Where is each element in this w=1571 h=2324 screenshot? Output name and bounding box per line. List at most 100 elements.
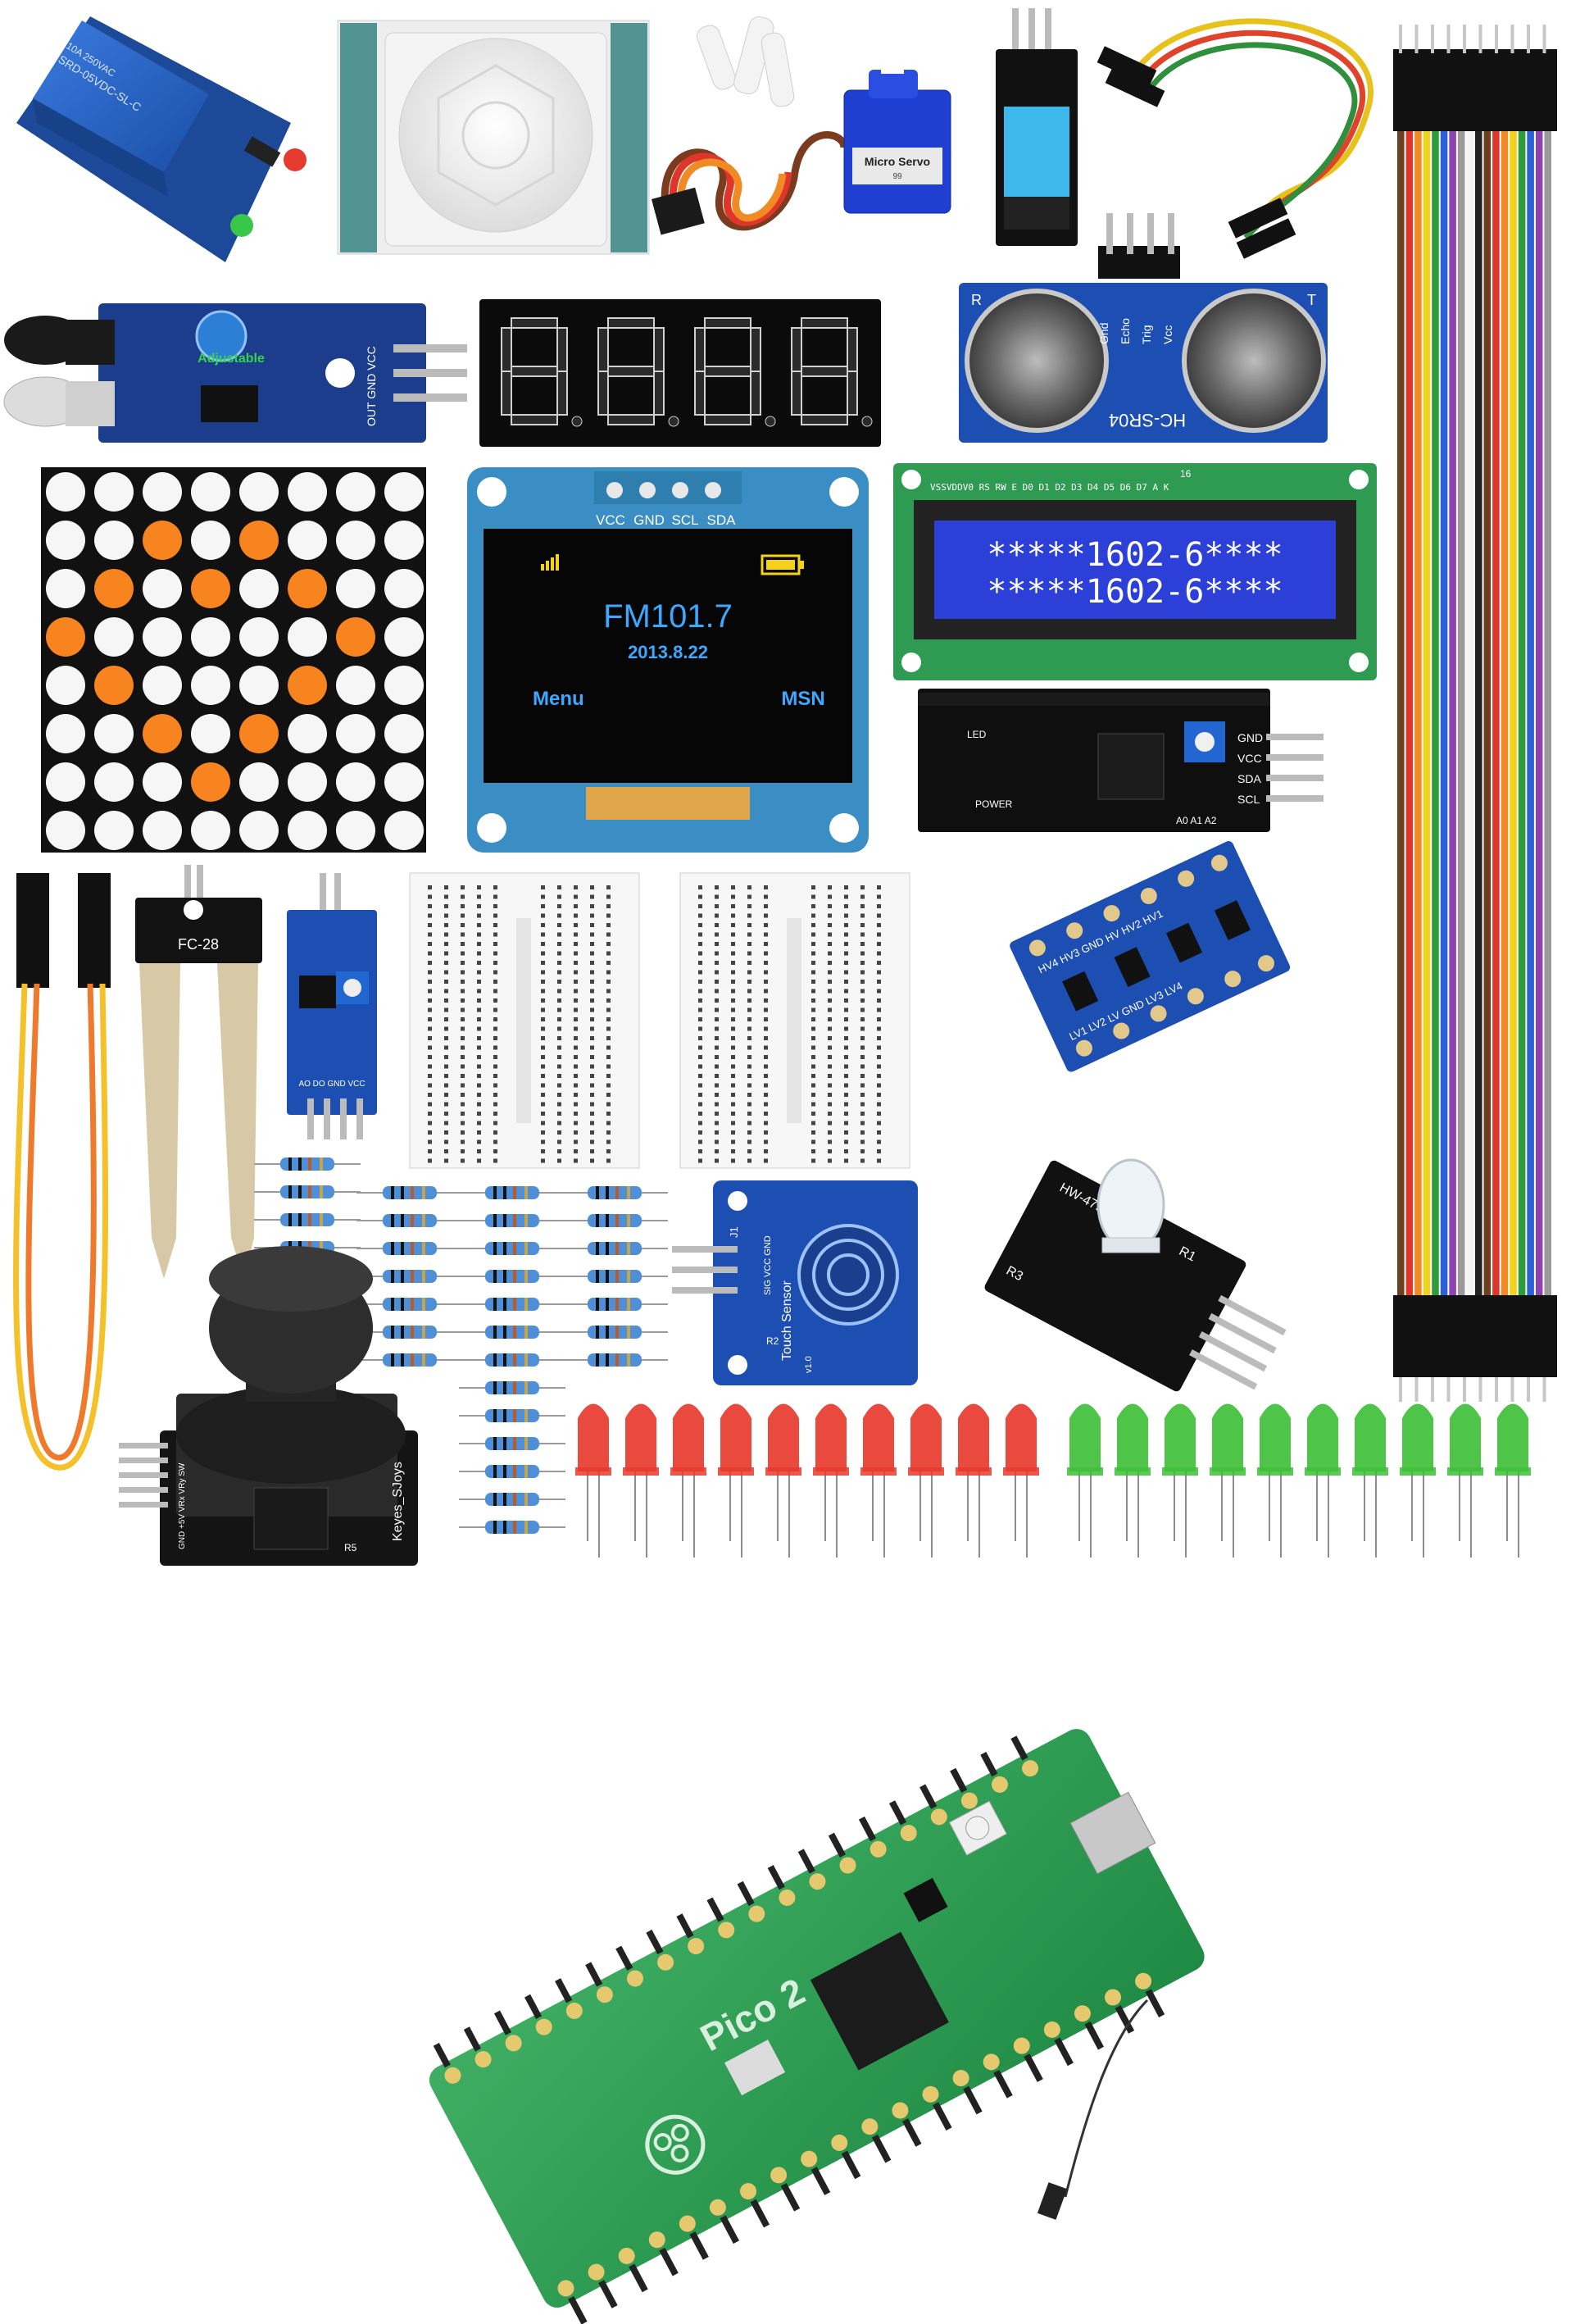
matrix-dot	[46, 472, 85, 512]
red-led	[768, 1403, 799, 1471]
ir-adjust-label: Adjustable	[198, 352, 265, 366]
matrix-dot	[288, 811, 327, 850]
breadboard-hole	[541, 961, 545, 965]
breadboard-hole	[477, 904, 481, 908]
resistor-band	[606, 1298, 609, 1311]
svg-text:GND: GND	[633, 512, 665, 528]
matrix-dot	[336, 811, 375, 850]
breadboard-hole	[493, 1036, 497, 1040]
breadboard-hole	[860, 1026, 865, 1031]
resistor-band	[401, 1214, 404, 1227]
breadboard-hole	[590, 961, 594, 965]
resistor-band	[503, 1214, 506, 1227]
ribbon-pin	[1478, 25, 1482, 53]
breadboard-hole	[606, 951, 611, 956]
breadboard-hole	[731, 1045, 735, 1050]
breadboard-hole	[541, 1017, 545, 1021]
resistor-band	[524, 1353, 528, 1367]
breadboard-hole	[731, 1158, 735, 1163]
breadboard-hole	[844, 989, 848, 994]
resistor-band	[513, 1465, 516, 1478]
breadboard-hole	[731, 942, 735, 946]
pico-pin	[858, 1816, 877, 1842]
breadboard-hole	[574, 1158, 578, 1163]
oled-display: VCC GND SCL SDA FM101.7 2013.8.22 Menu M…	[467, 467, 869, 853]
pico-pin	[720, 2215, 739, 2244]
matrix-dot	[239, 617, 279, 657]
breadboard-hole	[477, 1074, 481, 1078]
segment	[801, 366, 848, 377]
resistor-band	[493, 1353, 497, 1367]
resistor-band	[493, 1521, 497, 1534]
resistor-band	[493, 1186, 497, 1199]
breadboard-hole	[747, 942, 751, 946]
oled-msn: MSN	[781, 688, 824, 710]
resistor-band	[391, 1242, 394, 1255]
breadboard-hole	[606, 1026, 611, 1031]
breadboard-hole	[731, 923, 735, 927]
resistor-band	[411, 1353, 414, 1367]
segment	[653, 327, 665, 372]
resistor-band	[401, 1186, 404, 1199]
svg-text:Vcc: Vcc	[1161, 325, 1174, 344]
resistor-body	[485, 1242, 539, 1255]
breadboard-hole	[844, 932, 848, 937]
breadboard-hole	[877, 989, 881, 994]
breadboard-hole	[877, 1045, 881, 1050]
matrix-dot	[46, 762, 85, 802]
servo-horns	[697, 16, 795, 107]
breadboard-hole	[860, 951, 865, 956]
matrix-dot	[191, 666, 230, 705]
breadboard-hole	[811, 961, 815, 965]
breadboard-hole	[828, 1093, 832, 1097]
breadboard-hole	[590, 980, 594, 984]
breadboard-hole	[811, 1112, 815, 1116]
resistor-band	[524, 1298, 528, 1311]
breadboard-hole	[698, 951, 702, 956]
breadboard-hole	[493, 951, 497, 956]
pico-pin	[871, 2134, 892, 2163]
ribbon-pin	[1527, 25, 1530, 53]
breadboard-hole	[444, 1026, 448, 1031]
breadboard-hole	[606, 961, 611, 965]
breadboard-hole	[590, 1139, 594, 1144]
breadboard-hole	[428, 961, 432, 965]
breadboard-hole	[715, 932, 719, 937]
pico-pad	[922, 2085, 939, 2103]
breadboard-hole	[428, 904, 432, 908]
breadboard-hole	[590, 1017, 594, 1021]
breadboard-hole	[444, 1017, 448, 1021]
breadboard-hole	[493, 998, 497, 1003]
breadboard-hole	[698, 1026, 702, 1031]
svg-text:T: T	[1307, 292, 1316, 308]
breadboard-hole	[590, 1149, 594, 1153]
pico-pad	[718, 1922, 735, 1939]
breadboard-hole	[477, 1121, 481, 1126]
segment	[791, 327, 802, 372]
resistor-band	[596, 1326, 599, 1339]
resistor-band	[524, 1186, 528, 1199]
breadboard-hole	[811, 932, 815, 937]
svg-text:16: 16	[1180, 468, 1192, 480]
green-led	[1260, 1403, 1291, 1471]
resistor-band	[308, 1213, 311, 1226]
breadboard-hole	[557, 1093, 561, 1097]
resistor-body	[485, 1381, 539, 1394]
breadboard-hole	[574, 894, 578, 899]
ribbon-pin	[1431, 1377, 1434, 1402]
breadboard-hole	[764, 1093, 768, 1097]
breadboard-hole	[828, 998, 832, 1003]
green-led-rim	[1305, 1467, 1341, 1476]
breadboard-hole	[764, 1064, 768, 1069]
matrix-dot	[46, 617, 85, 657]
breadboard-hole	[764, 961, 768, 965]
breadboard-hole	[860, 932, 865, 937]
breadboard-hole	[477, 1036, 481, 1040]
breadboard-hole	[844, 1017, 848, 1021]
green-led-rim	[1067, 1467, 1103, 1476]
svg-text:R: R	[971, 292, 982, 308]
breadboard-hole	[428, 1055, 432, 1059]
breadboard-hole	[860, 942, 865, 946]
pico-pad	[1022, 1760, 1039, 1777]
